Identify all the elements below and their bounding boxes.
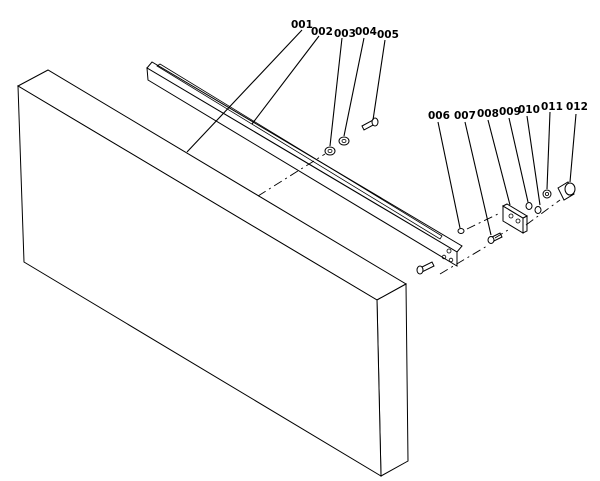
screw-lower	[416, 261, 435, 275]
leader-lines	[186, 29, 577, 236]
callout-007: 007	[454, 110, 476, 122]
screw-005	[361, 117, 379, 131]
pin-006	[457, 228, 465, 234]
callout-001: 001	[291, 19, 313, 31]
callout-005: 005	[377, 29, 399, 41]
callout-011: 011	[541, 101, 563, 113]
bracket-008	[501, 203, 529, 234]
nut-011	[542, 189, 552, 199]
callout-labels: 001 002 003 004 005 006 007 008 009 010 …	[291, 19, 588, 122]
assembly-axes	[257, 153, 561, 275]
callout-008: 008	[477, 108, 499, 120]
callout-002: 002	[311, 26, 333, 38]
callout-010: 010	[518, 104, 540, 116]
callout-006: 006	[428, 110, 450, 122]
callout-003: 003	[334, 28, 356, 40]
callout-004: 004	[355, 26, 377, 38]
washer-009	[525, 202, 533, 210]
table-board	[16, 69, 409, 477]
knob-012	[557, 181, 576, 201]
callout-012: 012	[566, 101, 588, 113]
washer-004	[338, 136, 350, 146]
slotted-rail	[146, 61, 463, 267]
washer-003	[324, 146, 336, 156]
callout-009: 009	[499, 106, 521, 118]
washer-010	[534, 206, 542, 214]
